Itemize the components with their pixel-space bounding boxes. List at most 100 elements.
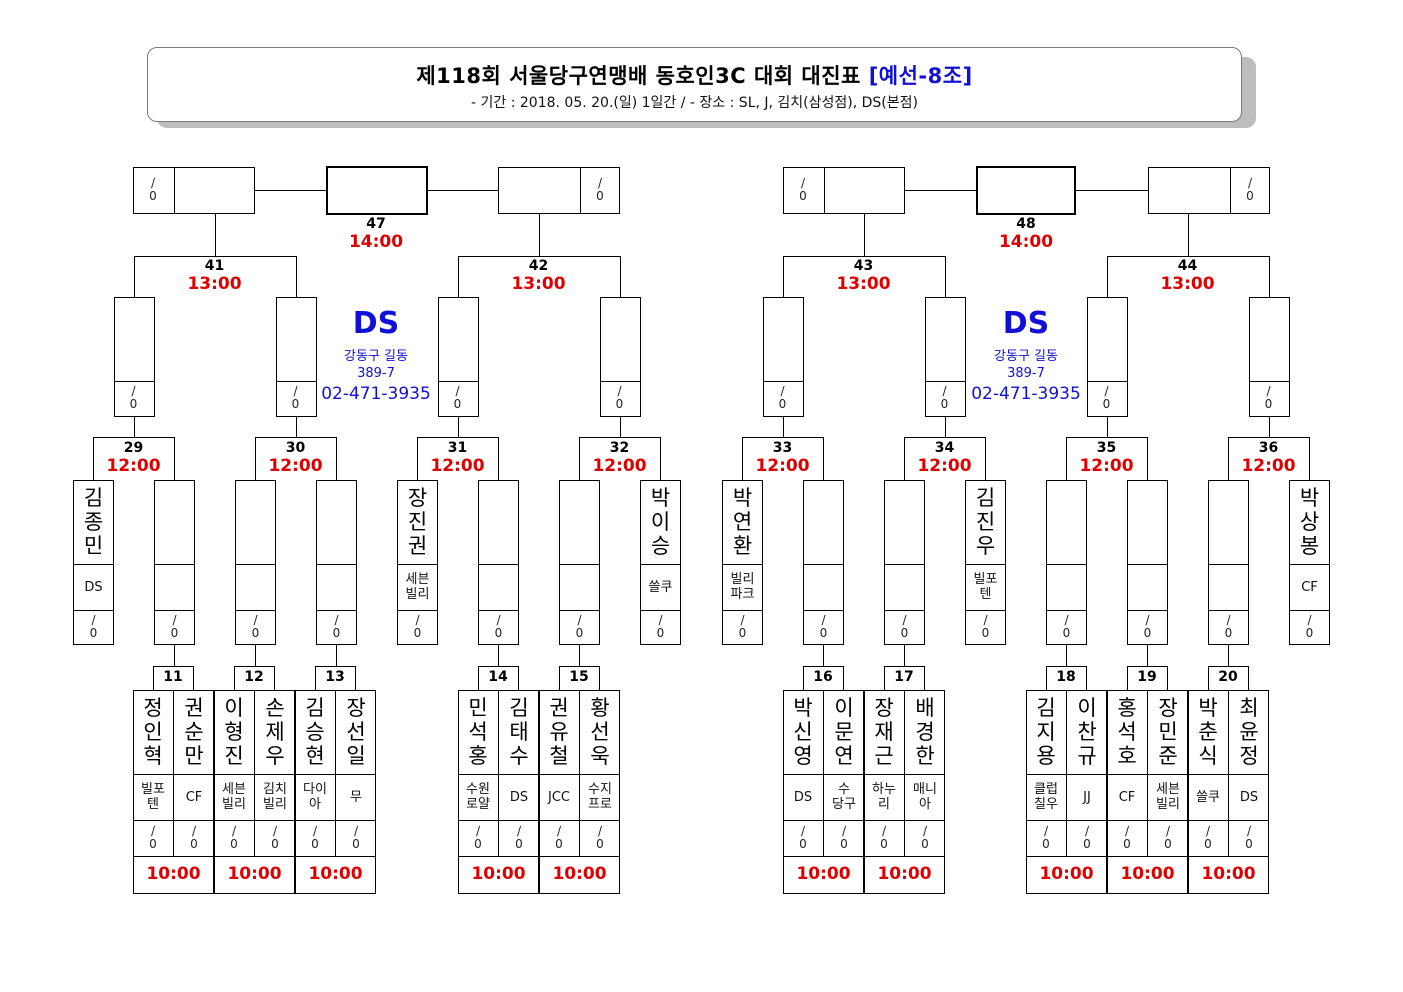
slot-divider	[478, 564, 519, 565]
score-text: / 0	[149, 824, 157, 851]
match-number: 14	[488, 669, 508, 685]
match-number: 17	[894, 669, 914, 685]
player-name: 김승현	[305, 696, 325, 768]
row-divider	[133, 856, 214, 857]
connector-line	[782, 256, 784, 298]
row-divider	[1026, 774, 1107, 775]
score-text: / 0	[271, 824, 279, 851]
match-number: 29	[123, 440, 144, 456]
score-text: / 0	[190, 824, 198, 851]
qf-slot-box	[478, 480, 519, 645]
row-divider	[783, 856, 864, 857]
connector-line	[985, 437, 986, 481]
score-text: / 0	[596, 824, 604, 851]
player-name: 배경한	[915, 696, 935, 768]
connector-line	[336, 645, 337, 667]
player-club: DS	[84, 579, 103, 595]
score-text: / 0	[1062, 613, 1071, 640]
slot-divider	[924, 381, 966, 382]
player-name: 김종민	[83, 486, 104, 558]
connector-line	[1309, 437, 1310, 481]
player-name: 김지용	[1036, 696, 1056, 768]
score-text: / 0	[1164, 824, 1172, 851]
row-divider	[1188, 820, 1269, 821]
match-time: 12:00	[1241, 456, 1296, 476]
connector-line	[782, 417, 784, 438]
slot-divider	[397, 610, 438, 611]
connector-line	[295, 256, 297, 298]
player-name: 김진우	[975, 486, 996, 558]
row-divider	[783, 774, 864, 775]
match-number: 30	[285, 440, 306, 456]
score-text: / 0	[880, 824, 888, 851]
match-time: 10:00	[227, 864, 282, 884]
player-name: 박이승	[650, 486, 671, 558]
slot-divider	[235, 564, 276, 565]
connector-line	[255, 645, 256, 667]
connector-line	[1147, 645, 1148, 667]
slot-divider	[640, 610, 681, 611]
qf-slot-box	[559, 480, 600, 645]
connector-line	[579, 645, 580, 667]
player-club: 세븐 빌리	[405, 572, 430, 602]
final-slot-box	[1148, 167, 1270, 214]
match-number: 48	[1016, 216, 1036, 232]
match-time: 10:00	[796, 864, 851, 884]
score-text: / 0	[1204, 824, 1212, 851]
slot-divider	[1046, 610, 1087, 611]
score-text: / 0	[332, 613, 341, 640]
match-number: 13	[325, 669, 345, 685]
connector-line	[1106, 417, 1108, 438]
score-text: / 0	[352, 824, 360, 851]
slot-divider	[965, 564, 1006, 565]
connector-line	[619, 417, 621, 438]
row-divider	[539, 820, 620, 821]
player-club: DS	[1239, 789, 1259, 805]
player-club: CF	[1301, 579, 1318, 595]
match-number: 12	[244, 669, 264, 685]
qf-slot-box	[397, 480, 438, 645]
connector-line	[255, 437, 256, 481]
player-club: 쓸쿠	[648, 579, 673, 595]
player-name: 홍석호	[1117, 696, 1137, 768]
score-text: / 0	[311, 824, 319, 851]
venue-name: DS	[352, 306, 400, 341]
sf-slot-box	[275, 297, 317, 417]
player-club: 하누 리	[872, 782, 896, 812]
player-club: 쓸쿠	[1196, 789, 1220, 805]
slot-divider	[580, 167, 581, 214]
match-number: 31	[447, 440, 468, 456]
venue-address: 강동구 길동	[994, 349, 1058, 364]
slot-divider	[275, 381, 317, 382]
header-box: 제118회 서울당구연맹배 동호인3C 대회 대진표 [예선-8조] - 기간 …	[147, 47, 1242, 122]
winner-box	[976, 166, 1076, 215]
player-name: 민석홍	[468, 696, 488, 768]
row-divider	[214, 774, 295, 775]
player-club: 수 당구	[832, 782, 856, 812]
player-name: 장민준	[1158, 696, 1178, 768]
score-text: / 0	[1245, 824, 1253, 851]
score-text: / 0	[900, 613, 909, 640]
row-divider	[1026, 856, 1107, 857]
player-club: 무	[350, 789, 362, 805]
slot-divider	[559, 610, 600, 611]
venue-phone: 02-471-3935	[971, 384, 1081, 404]
connector-line	[863, 214, 865, 257]
player-club: 다이 아	[303, 782, 327, 812]
match-time: 14:00	[348, 232, 404, 252]
slot-divider	[884, 564, 925, 565]
qf-slot-box	[154, 480, 195, 645]
match-time: 13:00	[836, 274, 891, 294]
score-text: / 0	[1042, 824, 1050, 851]
connector-line	[457, 417, 459, 438]
row-divider	[214, 856, 295, 857]
match-time: 13:00	[187, 274, 242, 294]
score-text: / 0	[799, 824, 807, 851]
sf-slot-box	[762, 297, 804, 417]
player-club: 빌포 텐	[141, 782, 165, 812]
score-text: / 0	[921, 824, 929, 851]
connector-line	[1228, 645, 1229, 667]
score-text: / 0	[1083, 824, 1091, 851]
col-divider	[335, 690, 336, 856]
connector-line	[498, 437, 499, 481]
